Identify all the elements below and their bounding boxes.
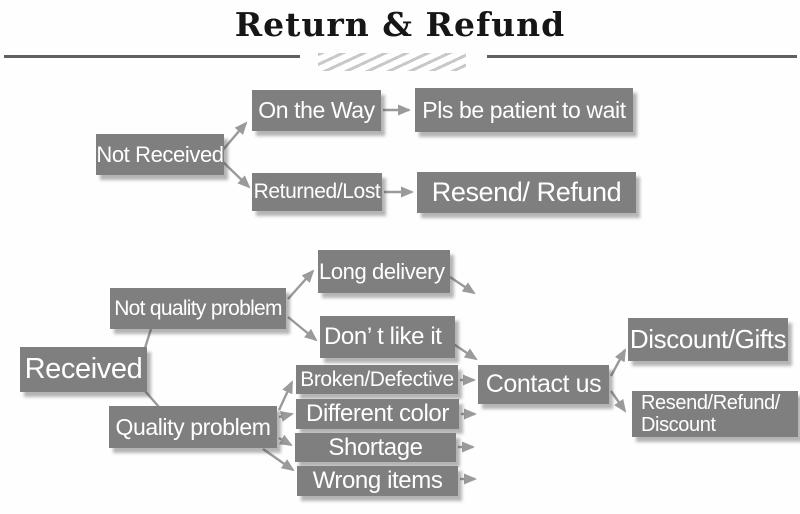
node-label: Not Received xyxy=(96,141,224,167)
node-label-line1: Resend/Refund/ xyxy=(641,392,780,414)
node-wrong-items: Wrong items xyxy=(297,466,458,496)
edge-received-to-quality-problem xyxy=(144,390,160,408)
node-long-delivery: Long delivery xyxy=(318,250,450,293)
node-label: Received xyxy=(24,353,143,385)
edge-long-delivery-out xyxy=(449,276,476,295)
node-label: Contact us xyxy=(485,370,602,398)
edge-quality-to-wrong-items xyxy=(262,448,295,472)
node-label: Returned/Lost xyxy=(253,180,381,203)
node-pls-be-patient: Pls be patient to wait xyxy=(415,88,633,132)
node-dont-like-it: Don’ t like it xyxy=(320,316,455,358)
node-label-line2: Discount xyxy=(641,414,716,436)
node-label: Discount/Gifts xyxy=(629,324,787,354)
node-contact-us: Contact us xyxy=(478,365,609,404)
edge-quality-to-shortage xyxy=(278,434,293,447)
node-label: On the Way xyxy=(258,97,375,123)
page-title: Return & Refund xyxy=(234,5,566,44)
node-label: Broken/Defective xyxy=(300,367,454,391)
node-resend-refund: Resend/ Refund xyxy=(417,172,636,213)
node-shortage: Shortage xyxy=(295,433,456,462)
node-label: Resend/ Refund xyxy=(431,177,622,207)
edge-quality-to-broken-defective xyxy=(277,380,294,411)
hatch-stripes-decoration xyxy=(318,53,466,71)
node-label: Not quality problem xyxy=(114,296,282,320)
node-on-the-way: On the Way xyxy=(252,90,381,131)
node-broken-defective: Broken/Defective xyxy=(296,365,458,394)
node-label: Pls be patient to wait xyxy=(422,96,626,123)
node-received: Received xyxy=(20,347,147,392)
edge-not-quality-to-long-delivery xyxy=(287,269,315,300)
node-different-color: Different color xyxy=(296,399,459,429)
edge-not-quality-to-dont-like-it xyxy=(287,316,318,342)
edge-contact-us-to-discount-gifts xyxy=(609,348,627,377)
node-returned-lost: Returned/Lost xyxy=(252,173,382,211)
node-label: Quality problem xyxy=(115,413,271,440)
node-label: Wrong items xyxy=(312,467,443,494)
edge-contact-us-to-resend-refund-discount xyxy=(610,390,627,413)
node-not-received: Not Received xyxy=(96,134,224,175)
node-quality-problem: Quality problem xyxy=(109,406,277,448)
edge-not-received-to-on-the-way xyxy=(221,121,248,152)
edge-dont-like-it-to-contact-us xyxy=(451,342,478,361)
node-not-quality-problem: Not quality problem xyxy=(110,288,286,329)
node-label: Different color xyxy=(306,400,449,427)
title-divider-right xyxy=(487,55,797,58)
title-divider-left xyxy=(4,55,300,58)
edge-not-received-to-returned-lost xyxy=(221,160,251,189)
node-resend-refund-discount: Resend/Refund/ Discount xyxy=(632,391,798,437)
node-label: Don’ t like it xyxy=(324,323,442,350)
edge-received-to-not-quality-problem xyxy=(143,328,153,349)
node-label: Long delivery xyxy=(319,258,445,284)
node-discount-gifts: Discount/Gifts xyxy=(628,318,788,361)
edge-quality-to-different-color xyxy=(278,411,294,422)
node-label: Shortage xyxy=(328,433,423,461)
